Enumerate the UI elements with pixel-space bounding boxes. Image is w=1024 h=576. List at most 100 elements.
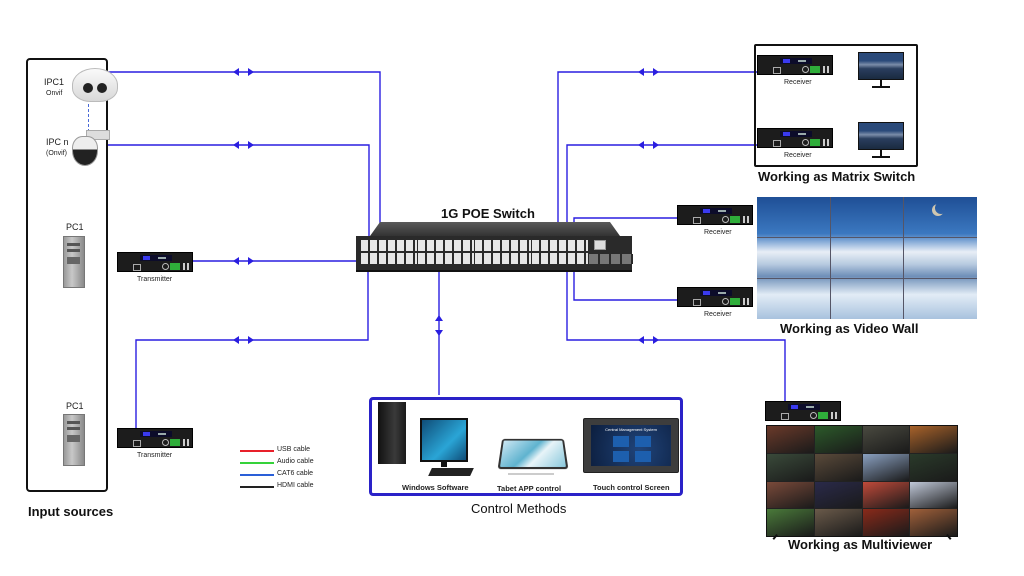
monitor-stand [880,150,882,156]
dome-camera-icon [72,68,118,102]
matrix-switch-title: Working as Matrix Switch [758,169,916,184]
multiviewer-tile [767,453,814,481]
legend-audio-label: Audio cable [277,458,314,465]
wall-receiver2-label: Receiver [704,311,732,318]
monitor-stand [441,462,447,467]
touch-screen-label: Touch control Screen [593,483,670,492]
legend-hdmi-label: HDMI cable [277,482,314,489]
transmitter2-label: Transmitter [137,452,173,459]
multiviewer-tile [862,453,910,481]
arrow-left-icon [638,336,644,344]
legend-usb-label: USB cable [277,446,311,453]
monitor-icon [858,52,904,80]
ptz-camera-icon [72,136,98,166]
camera-link-dashed [88,104,89,132]
multiviewer-tile [767,426,814,453]
monitor-icon [858,122,904,150]
stylus-icon [508,473,554,475]
arrow-up-icon [435,315,443,321]
multiviewer-tile [814,453,862,481]
multiviewer-title: Working as Multiviewer [788,537,933,552]
arrow-right-icon [248,68,254,76]
arrow-left-icon [233,257,239,265]
multiviewer-tile [767,509,814,536]
receiver-device-icon [765,401,841,421]
keyboard-icon [428,468,474,476]
multiviewer-tile [814,426,862,453]
switch-title: 1G POE Switch [441,206,535,221]
monitor-stand [880,80,882,86]
control-methods-title: Control Methods [471,501,567,516]
legend-cat6-swatch [240,474,274,476]
multiviewer-display [766,425,958,537]
touch-screen-title: Central Management System [605,427,657,432]
pc-tower-icon [378,402,406,464]
monitor-foot [872,156,890,158]
pc-tower-icon [63,236,85,288]
input-sources-box [26,58,108,492]
matrix-receiver2-label: Receiver [784,152,812,159]
multiviewer-tile [814,509,862,536]
transmitter-device-icon [117,252,193,272]
monitor-foot [872,86,890,88]
wire-transmitter2 [135,270,369,438]
arrow-right-icon [248,257,254,265]
multiviewer-tile [767,481,814,509]
ipcn-sublabel: (Onvif) [46,150,67,157]
pc-monitor-icon [420,418,468,462]
arrow-right-icon [653,68,659,76]
arrow-right-icon [653,336,659,344]
ipcn-label: IPC n [46,137,69,147]
receiver-device-icon [677,287,753,307]
arrow-left-icon [638,141,644,149]
pc2-label: PC1 [66,401,84,411]
arrow-right-icon [248,336,254,344]
ipc1-sublabel: Onvif [46,90,63,97]
arrow-left-icon [233,141,239,149]
pc1-label: PC1 [66,222,84,232]
multiviewer-tile [862,509,910,536]
multiviewer-tile [862,481,910,509]
multiviewer-tile [862,426,910,453]
arrow-down-icon [435,330,443,336]
touch-screen-icon: Central Management System [583,418,679,473]
transmitter1-label: Transmitter [137,276,173,283]
multiviewer-tile [814,481,862,509]
arrow-left-icon [233,68,239,76]
arrow-right-icon [653,141,659,149]
multiviewer-tile [910,453,957,481]
wire-ipcn [108,144,370,245]
wire-ipc1 [108,71,381,245]
wire-matrix-rx2 [566,144,770,245]
multiviewer-tile [910,509,957,536]
receiver-device-icon [757,128,833,148]
video-wall-title: Working as Video Wall [780,321,919,336]
receiver-device-icon [757,55,833,75]
arrow-right-icon [248,141,254,149]
wall-receiver1-label: Receiver [704,229,732,236]
tablet-icon [497,438,569,470]
pc-tower-icon [63,414,85,466]
tablet-app-label: Tabet APP control [497,484,562,493]
legend-cat6-label: CAT6 cable [277,470,314,477]
ptz-mount-icon [86,130,110,140]
control-methods-box [369,397,683,496]
multiviewer-tile [910,426,957,453]
legend-audio-swatch [240,462,274,464]
wire-wall-rx2 [573,270,695,301]
matrix-receiver1-label: Receiver [784,79,812,86]
ipc1-label: IPC1 [44,77,65,87]
transmitter-device-icon [117,428,193,448]
arrow-left-icon [233,336,239,344]
legend-hdmi-swatch [240,486,274,488]
input-sources-title: Input sources [28,504,114,519]
wire-matrix-rx1 [557,71,770,245]
arrow-left-icon [638,68,644,76]
video-wall-display [757,197,977,319]
receiver-device-icon [677,205,753,225]
legend-usb-swatch [240,450,274,452]
matrix-switch-box [754,44,918,167]
multiviewer-tile [910,481,957,509]
windows-software-label: Windows Software [402,483,469,492]
